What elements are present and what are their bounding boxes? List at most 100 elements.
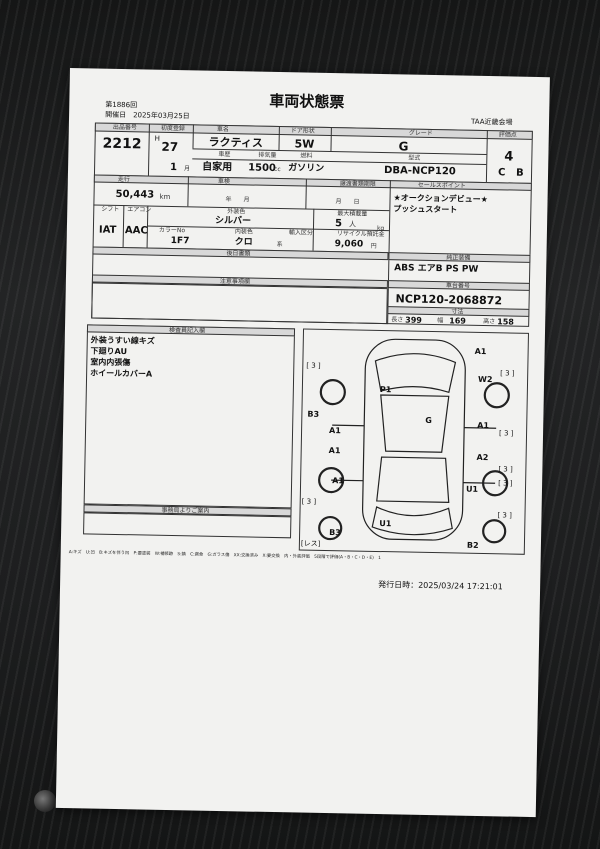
- model-label: 型式: [408, 154, 421, 162]
- height-label: 高さ: [483, 317, 496, 326]
- inspector-note: ホイールカバーA: [90, 368, 153, 379]
- seat-anchor: [34, 790, 56, 812]
- score-label: 評価点: [498, 131, 517, 139]
- width-label: 幅: [437, 317, 444, 325]
- interior-grade: C: [497, 167, 506, 179]
- door-label: ドア形状: [290, 127, 315, 135]
- damage-mark: A1: [332, 476, 344, 486]
- recycle-fee: 9,060: [334, 239, 364, 250]
- lot-label: 出品番号: [112, 123, 137, 132]
- damage-mark: A2: [476, 452, 489, 463]
- car-name: ラクティス: [208, 135, 264, 150]
- vehicle-condition-sheet: 車両状態票 第1886回 開催日 2025年03月25日 TAA近畿会場 出品番…: [55, 68, 550, 818]
- sheet-title: 車両状態票: [269, 91, 345, 112]
- damage-mark: W2: [478, 374, 493, 385]
- aircon: AAC: [124, 225, 148, 237]
- bracket-mark: [ 3 ]: [306, 361, 321, 370]
- inspection-ym: 年 月: [225, 196, 250, 204]
- damage-mark: A1: [328, 446, 341, 456]
- capacity: 5: [334, 218, 343, 230]
- damage-mark: G: [425, 415, 432, 426]
- exterior-grade: B: [515, 167, 524, 179]
- bracket-mark: [ 3 ]: [301, 497, 317, 506]
- damage-mark: U1: [465, 484, 479, 494]
- chassis-label: 車台番号: [445, 282, 470, 290]
- interior-color: クロ: [234, 237, 253, 248]
- equipment: ABS エアB PS PW: [394, 263, 479, 275]
- later-items-box: [83, 512, 292, 539]
- grade: G: [398, 139, 409, 154]
- name-label: 車名: [216, 125, 229, 134]
- capacity-label: 最大積載量: [337, 210, 368, 218]
- recycle-label: リサイクル預託金: [336, 230, 385, 239]
- damage-mark: B2: [466, 540, 479, 550]
- capacity-unit: 人: [348, 220, 357, 229]
- bracket-mark: [ 3 ]: [497, 511, 512, 520]
- shift: IAT: [98, 224, 117, 236]
- issued-datetime: 発行日時：2025/03/24 17:21:01: [378, 580, 503, 592]
- mileage-label: 走行: [117, 175, 130, 184]
- color-label: 外装色: [227, 208, 246, 216]
- bracket-mark: [レス]: [300, 539, 321, 548]
- door-type: 5W: [294, 137, 315, 151]
- bracket-mark: [ 3 ]: [500, 369, 515, 378]
- bracket-mark: [ 3 ]: [498, 429, 514, 438]
- inspector-note: 下廻りAU: [90, 346, 128, 357]
- dims-label: 寸法: [451, 308, 464, 316]
- bracket-mark: [ 3 ]: [498, 479, 513, 488]
- length-label: 長さ: [391, 316, 404, 324]
- session-number: 第1886回: [105, 100, 138, 110]
- grade-label: グレード: [408, 129, 433, 137]
- color-code: 1F7: [170, 235, 190, 247]
- use-label: 車歴: [218, 150, 231, 159]
- cc-unit: cc: [274, 165, 281, 174]
- month-unit: 月: [184, 165, 191, 173]
- reg-label: 初度登録: [160, 124, 185, 133]
- inspector-label: 検査員記入欄: [168, 326, 206, 335]
- reg-month: 1: [170, 161, 178, 174]
- damage-mark: U1: [379, 519, 392, 529]
- chassis-number: NCP120-2068872: [395, 292, 503, 308]
- later-docs-label: 後日書類: [226, 250, 251, 258]
- damage-diagram: [298, 328, 529, 555]
- length: 399: [405, 315, 423, 325]
- import-label: 輸入区分: [288, 229, 313, 237]
- car-outline-diagram: [318, 338, 510, 544]
- bracket-mark: [ 3 ]: [498, 465, 513, 474]
- lot-number: 2212: [102, 135, 142, 153]
- damage-mark: A1: [329, 426, 341, 436]
- reg-year: 27: [161, 139, 179, 155]
- width: 169: [449, 316, 467, 326]
- body-color: シルバー: [214, 215, 252, 227]
- fuel-label: 燃料: [300, 152, 313, 160]
- use: 自家用: [202, 161, 233, 174]
- cc-label: 排気量: [258, 151, 277, 159]
- inspector-note: 外装うすい線キズ: [90, 335, 155, 346]
- intcolor-label: 内装色: [234, 228, 253, 236]
- recycle-unit: 円: [370, 242, 377, 250]
- shift-label: シフト: [101, 205, 120, 213]
- mileage-unit: km: [159, 192, 171, 201]
- owner-ymd: 月 日: [335, 198, 360, 206]
- equipment-label: 純正装備: [446, 254, 471, 262]
- session-date: 開催日 2025年03月25日: [105, 110, 190, 121]
- notes-box: [91, 282, 388, 325]
- displacement: 1500: [248, 162, 277, 174]
- score: 4: [504, 149, 514, 165]
- damage-mark: P1: [379, 385, 392, 395]
- damage-mark: B3: [329, 528, 341, 538]
- damage-mark: B3: [307, 409, 320, 419]
- venue: TAA近畿会場: [470, 117, 513, 127]
- damage-mark: A1: [477, 420, 490, 431]
- fuel: ガソリン: [288, 163, 325, 174]
- reg-era: H: [154, 134, 161, 143]
- height: 158: [497, 317, 514, 327]
- sales-label: セールスポイント: [417, 181, 466, 190]
- sales-point-2: プッシュスタート: [393, 204, 458, 215]
- damage-mark: A1: [474, 346, 487, 357]
- mileage: 50,443: [115, 188, 155, 201]
- owner-label: 譲渡書類期限: [339, 180, 376, 188]
- model-code: DBA-NCP120: [383, 165, 456, 178]
- inspection-label: 車検: [217, 177, 230, 186]
